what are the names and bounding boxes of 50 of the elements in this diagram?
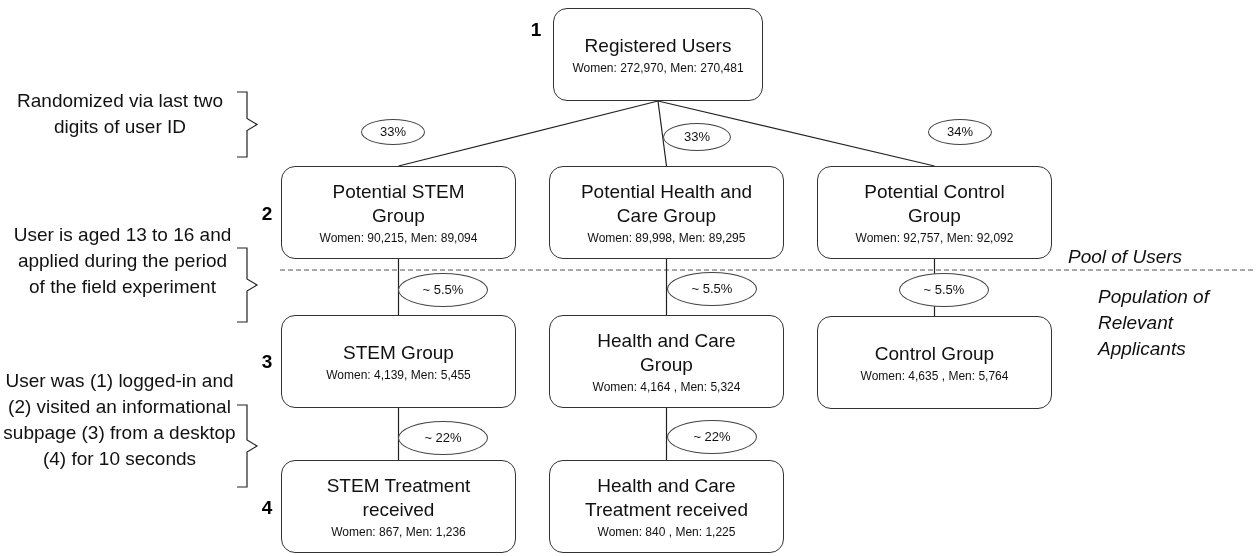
note-text: Randomized via last two digits of user ID	[16, 89, 224, 139]
note-text: User was (1) logged-in and (2) visited an informational subpage (3) from a desktop (4) for 10 seconds	[2, 369, 237, 471]
box-title: Health and Care Group	[596, 328, 737, 377]
process-box	[817, 166, 1052, 259]
process-box	[553, 8, 763, 101]
step-number: 1	[529, 18, 543, 42]
box-subtitle: Women: 90,215, Men: 89,094	[319, 229, 478, 246]
step-number: 4	[260, 496, 274, 520]
connector-line	[397, 258, 400, 316]
box-title: Potential STEM Group	[331, 179, 466, 228]
edge-label: ~ 5.5%	[667, 272, 757, 306]
step-number: 3	[260, 350, 274, 374]
process-box	[549, 460, 784, 553]
box-title: Registered Users	[583, 33, 733, 58]
connector-line	[657, 100, 668, 167]
box-subtitle: Women: 4,139, Men: 5,455	[326, 366, 471, 383]
edge-label: 33%	[663, 123, 731, 151]
connector-line	[665, 407, 668, 461]
edge-label: ~ 5.5%	[398, 273, 488, 307]
box-subtitle: Women: 840 , Men: 1,225	[597, 523, 736, 540]
box-title: Health and Care Treatment received	[584, 473, 749, 522]
process-box	[281, 460, 516, 553]
box-subtitle: Women: 4,635 , Men: 5,764	[860, 367, 1009, 384]
process-box	[281, 166, 516, 259]
box-subtitle: Women: 4,164 , Men: 5,324	[592, 378, 741, 395]
connector-line	[657, 100, 936, 167]
note-text: User is aged 13 to 16 and applied during the period of the field experiment	[12, 223, 233, 299]
box-subtitle: Women: 867, Men: 1,236	[331, 523, 466, 540]
box-subtitle: Women: 89,998, Men: 89,295	[587, 229, 746, 246]
box-title: Potential Health and Care Group	[579, 179, 754, 228]
step-number: 2	[260, 202, 274, 226]
edge-label: ~ 22%	[398, 421, 488, 455]
box-subtitle: Women: 272,970, Men: 270,481	[572, 59, 744, 76]
process-box	[281, 315, 516, 408]
process-box	[549, 315, 784, 408]
edge-label: ~ 5.5%	[899, 273, 989, 307]
zone-label: Pool of Users	[1068, 245, 1184, 269]
box-title: STEM Treatment received	[325, 473, 472, 522]
edge-label: ~ 22%	[667, 420, 757, 454]
box-subtitle: Women: 92,757, Men: 92,092	[855, 229, 1014, 246]
connector-line	[397, 100, 659, 167]
process-box	[549, 166, 784, 259]
zone-label: Population of Relevant Applicants	[1098, 285, 1212, 361]
edge-label: 33%	[361, 119, 425, 145]
edge-label: 34%	[928, 119, 992, 145]
process-box	[817, 316, 1052, 409]
connector-line	[665, 258, 668, 316]
box-title: Control Group	[873, 341, 996, 366]
box-title: Potential Control Group	[863, 179, 1006, 228]
box-title: STEM Group	[342, 340, 455, 365]
